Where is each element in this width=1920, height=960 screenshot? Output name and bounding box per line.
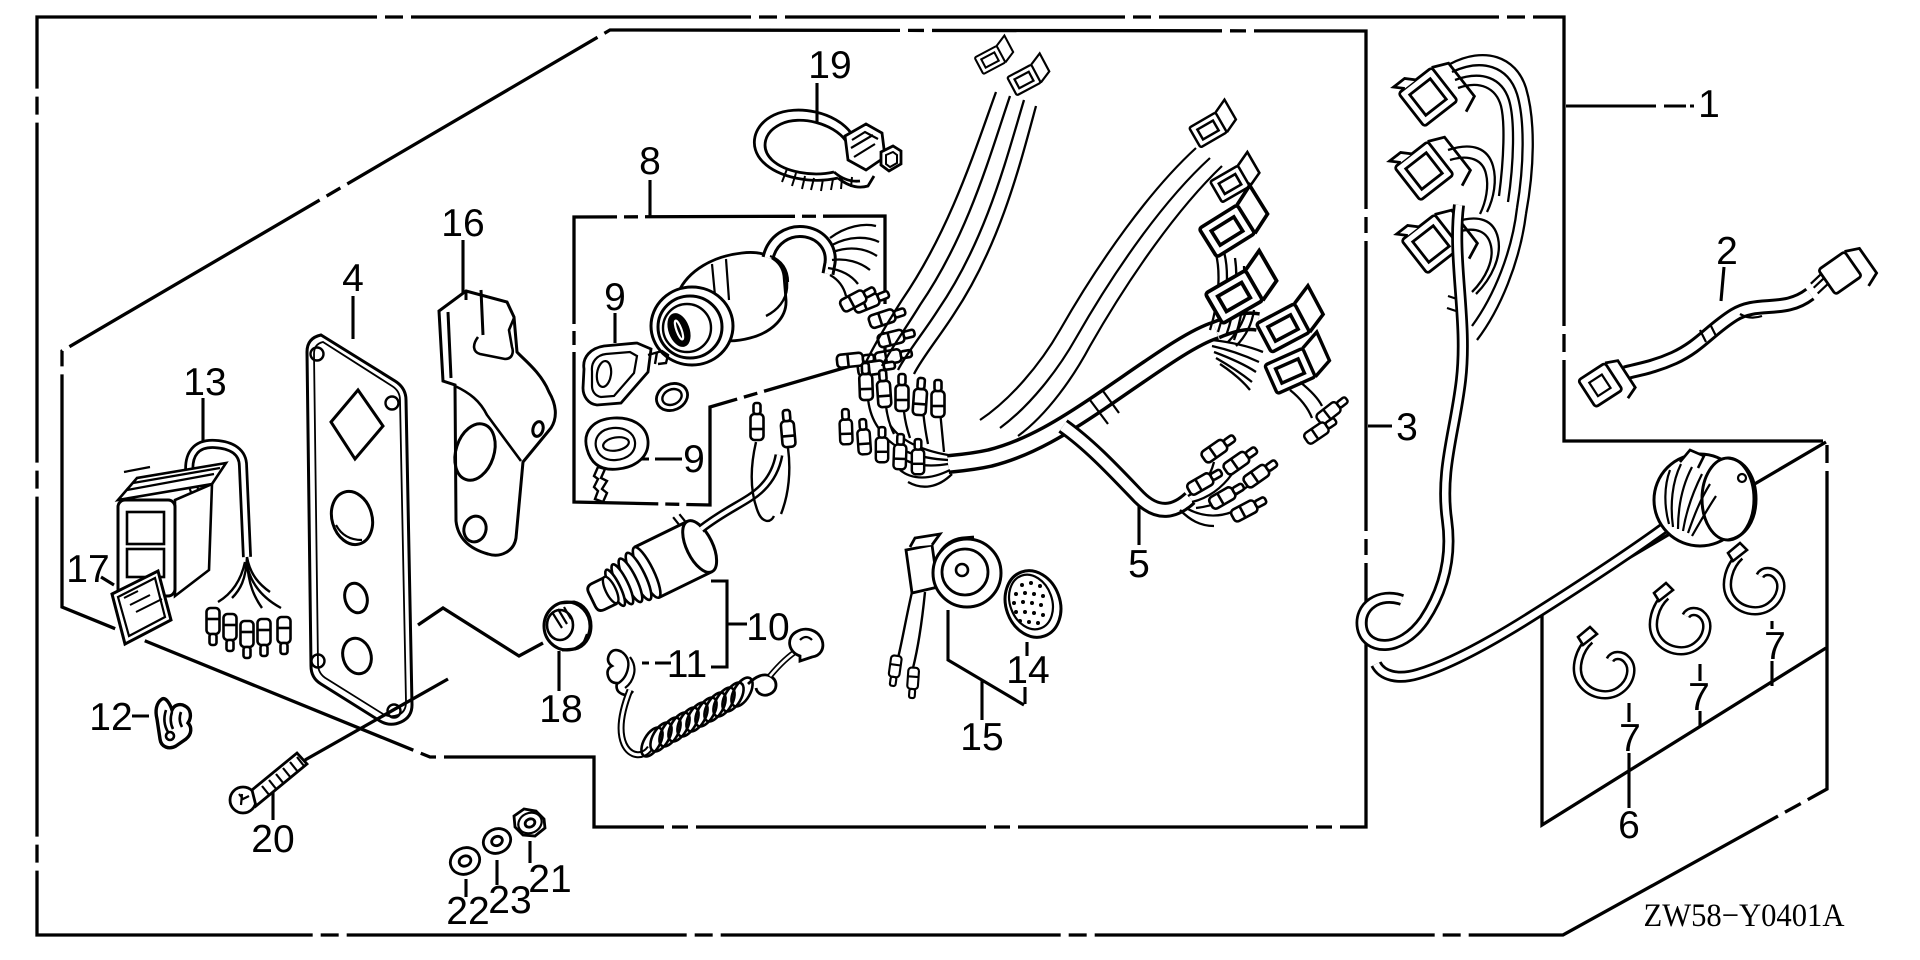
svg-text:14: 14 xyxy=(1006,649,1049,692)
svg-text:10: 10 xyxy=(746,606,789,649)
svg-text:9: 9 xyxy=(604,276,626,319)
svg-text:8: 8 xyxy=(639,140,661,183)
svg-text:4: 4 xyxy=(342,257,364,300)
svg-text:22: 22 xyxy=(446,890,489,933)
svg-text:6: 6 xyxy=(1618,804,1640,847)
svg-text:3: 3 xyxy=(1396,406,1418,449)
svg-text:11: 11 xyxy=(667,643,708,686)
svg-text:2: 2 xyxy=(1716,230,1738,273)
svg-text:1: 1 xyxy=(1698,83,1720,126)
svg-text:7: 7 xyxy=(1764,625,1786,668)
svg-text:12: 12 xyxy=(89,696,132,739)
svg-text:9: 9 xyxy=(683,438,705,481)
svg-text:5: 5 xyxy=(1128,543,1150,586)
svg-text:13: 13 xyxy=(183,361,226,404)
svg-text:ZW58−Y0401A: ZW58−Y0401A xyxy=(1644,898,1845,934)
svg-text:23: 23 xyxy=(488,879,531,922)
svg-text:17: 17 xyxy=(66,548,109,591)
svg-text:15: 15 xyxy=(960,716,1003,759)
svg-text:19: 19 xyxy=(808,44,851,87)
svg-text:18: 18 xyxy=(539,688,582,731)
svg-text:20: 20 xyxy=(251,818,294,861)
svg-text:7: 7 xyxy=(1619,717,1641,760)
svg-text:7: 7 xyxy=(1688,676,1710,719)
svg-text:16: 16 xyxy=(441,202,484,245)
svg-text:21: 21 xyxy=(528,858,571,901)
